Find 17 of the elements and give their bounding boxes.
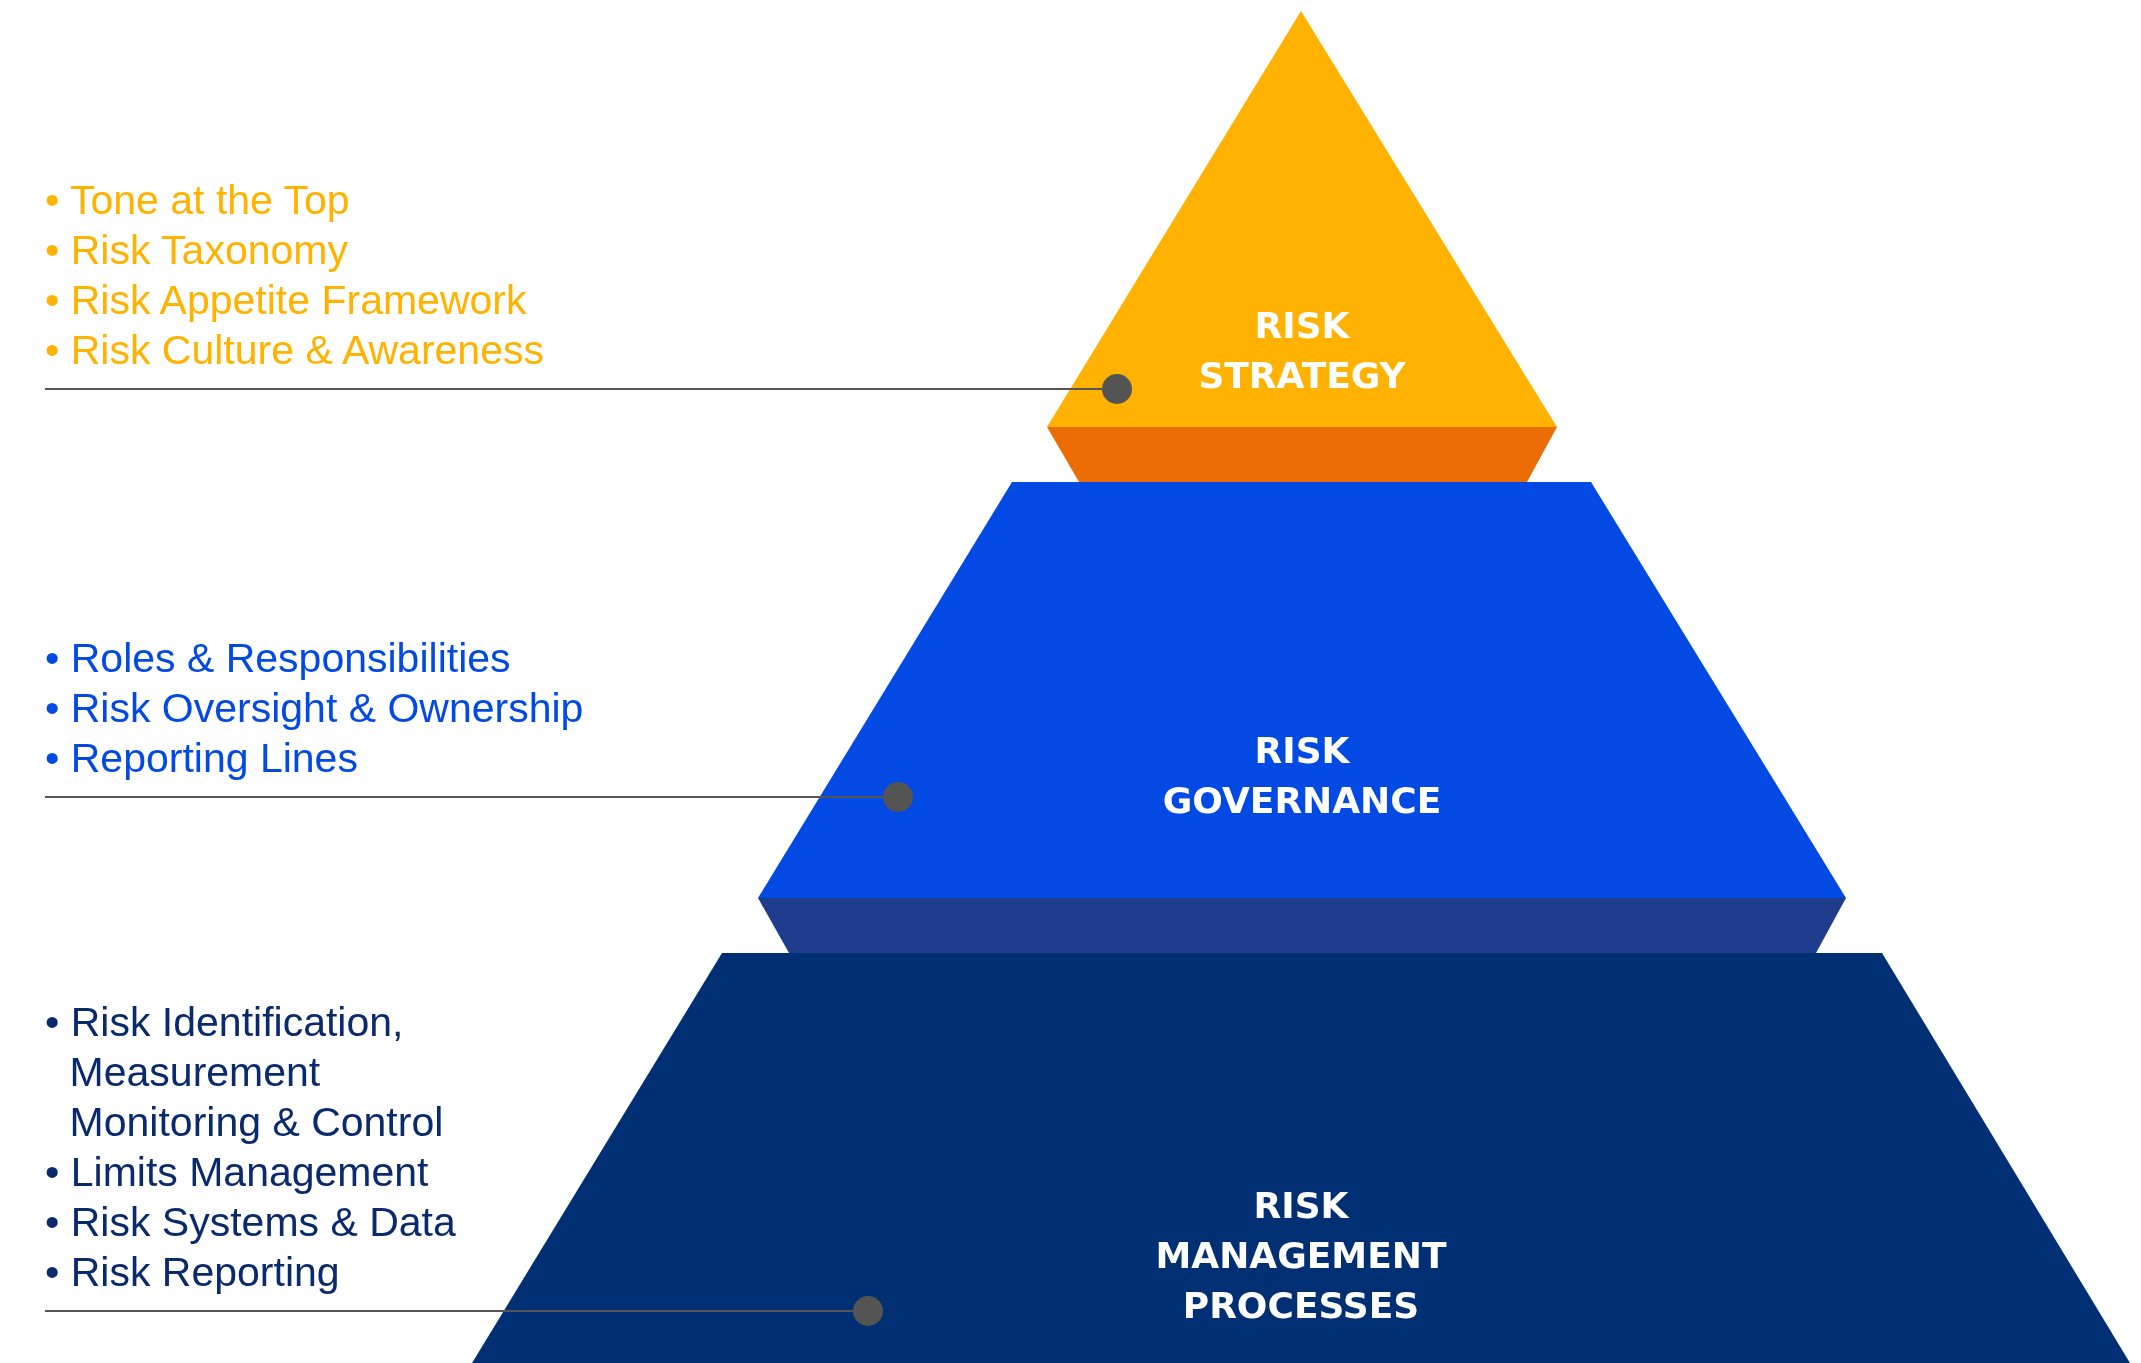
leader-line xyxy=(44,1310,854,1312)
list-item: • Risk Appetite Framework xyxy=(45,276,528,325)
list-item: • Roles & Responsibilities xyxy=(45,634,512,683)
list-item: • Tone at the Top xyxy=(45,176,351,225)
list-item: • Risk Oversight & Ownership xyxy=(45,684,585,733)
list-item: • Risk Identification, Measurement Monitoring & Control xyxy=(45,998,445,1147)
list-item: • Risk Reporting xyxy=(45,1248,341,1297)
leader-line xyxy=(44,796,884,798)
list-item: • Risk Culture & Awareness xyxy=(45,326,545,375)
list-item: • Reporting Lines xyxy=(45,734,359,783)
layer-title: RISK STRATEGY xyxy=(1197,304,1407,398)
layer-title: RISK MANAGEMENT PROCESSES xyxy=(1154,1184,1448,1328)
list-item: • Limits Management xyxy=(45,1148,430,1197)
list-item: • Risk Taxonomy xyxy=(45,226,349,275)
list-item: • Risk Systems & Data xyxy=(45,1198,457,1247)
layer-title: RISK GOVERNANCE xyxy=(1161,729,1443,823)
leader-line xyxy=(44,388,1103,390)
